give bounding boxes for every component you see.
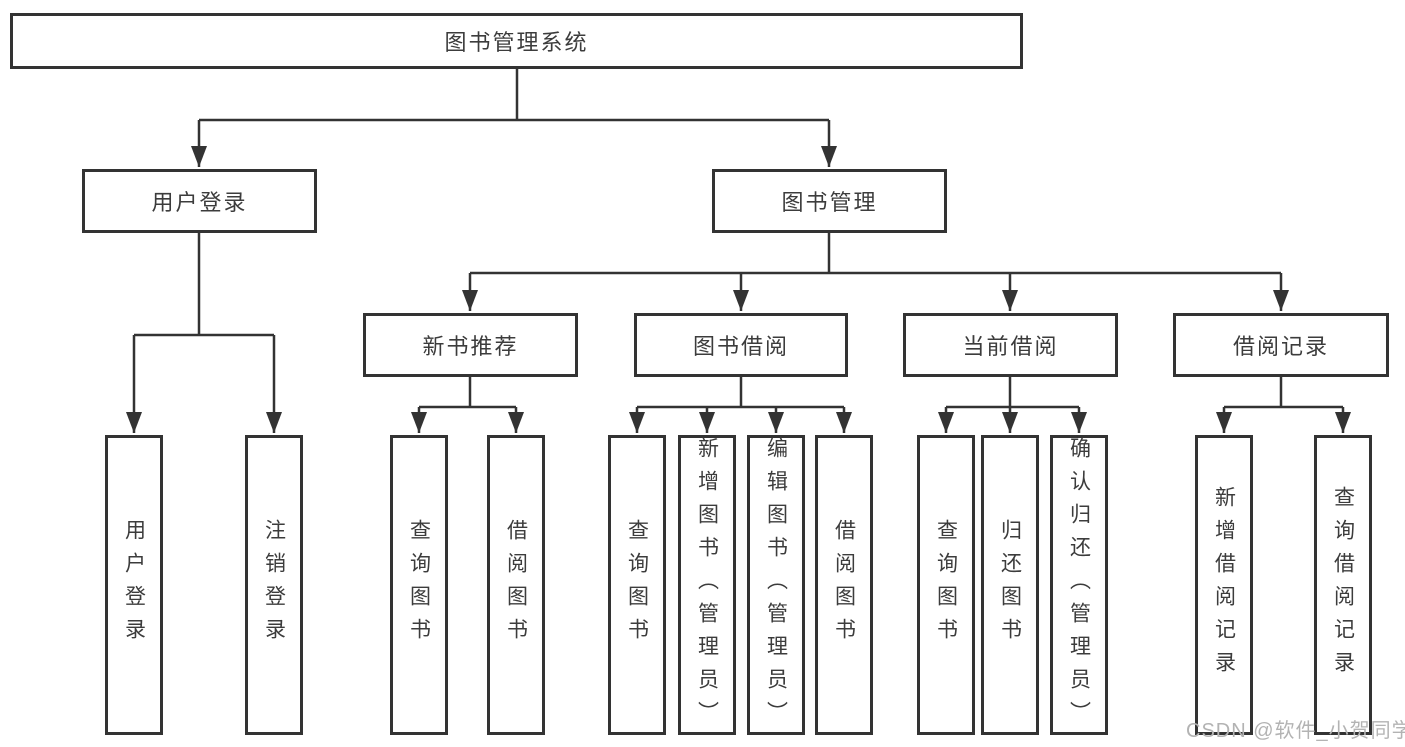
leaf-label: 查询借阅记录 — [1331, 486, 1355, 684]
node-label: 图书管理 — [781, 190, 878, 215]
node-label: 借阅记录 — [1232, 334, 1329, 359]
node-borrowing-records: 借阅记录 — [1173, 313, 1389, 377]
leaf-label: 借阅图书 — [504, 519, 528, 651]
leaf-query-books-borrowing: 查询图书 — [608, 435, 666, 735]
node-user-login: 用户登录 — [82, 169, 317, 233]
leaf-borrow-books-borrowing: 借阅图书 — [815, 435, 873, 735]
leaf-query-books-recommend: 查询图书 — [390, 435, 448, 735]
leaf-label: 编辑图书（管理员） — [764, 436, 788, 734]
leaf-return-books: 归还图书 — [981, 435, 1039, 735]
node-label: 当前借阅 — [962, 334, 1059, 359]
leaf-user-login: 用户登录 — [105, 435, 163, 735]
node-label: 用户登录 — [151, 190, 248, 215]
leaf-query-books-current: 查询图书 — [917, 435, 975, 735]
node-new-book-recommendation: 新书推荐 — [363, 313, 578, 377]
connector-elbows — [134, 69, 1343, 409]
leaf-add-borrow-record: 新增借阅记录 — [1195, 435, 1253, 735]
leaf-label: 借阅图书 — [832, 519, 856, 651]
csdn-watermark: CSDN @软件_小贺同学 — [1186, 720, 1405, 742]
leaf-add-books-admin: 新增图书（管理员） — [678, 435, 736, 735]
leaf-label: 查询图书 — [934, 519, 958, 651]
node-label: 图书借阅 — [692, 334, 789, 359]
leaf-label: 确认归还（管理员） — [1067, 436, 1091, 734]
leaf-label: 查询图书 — [407, 519, 431, 651]
leaf-logout: 注销登录 — [245, 435, 303, 735]
leaf-query-borrow-record: 查询借阅记录 — [1314, 435, 1372, 735]
leaf-label: 归还图书 — [998, 519, 1022, 651]
node-library-system: 图书管理系统 — [10, 13, 1023, 69]
leaf-confirm-return-admin: 确认归还（管理员） — [1050, 435, 1108, 735]
leaf-borrow-books-recommend: 借阅图书 — [487, 435, 545, 735]
leaf-label: 新增借阅记录 — [1212, 486, 1236, 684]
node-book-borrowing: 图书借阅 — [634, 313, 848, 377]
leaf-label: 注销登录 — [262, 519, 286, 651]
leaf-label: 查询图书 — [625, 519, 649, 651]
leaf-edit-books-admin: 编辑图书（管理员） — [747, 435, 805, 735]
leaf-label: 新增图书（管理员） — [695, 436, 719, 734]
node-book-management: 图书管理 — [712, 169, 947, 233]
node-label: 新书推荐 — [422, 334, 519, 359]
node-current-borrowing: 当前借阅 — [903, 313, 1118, 377]
leaf-label: 用户登录 — [122, 519, 146, 651]
node-label: 图书管理系统 — [444, 30, 589, 55]
